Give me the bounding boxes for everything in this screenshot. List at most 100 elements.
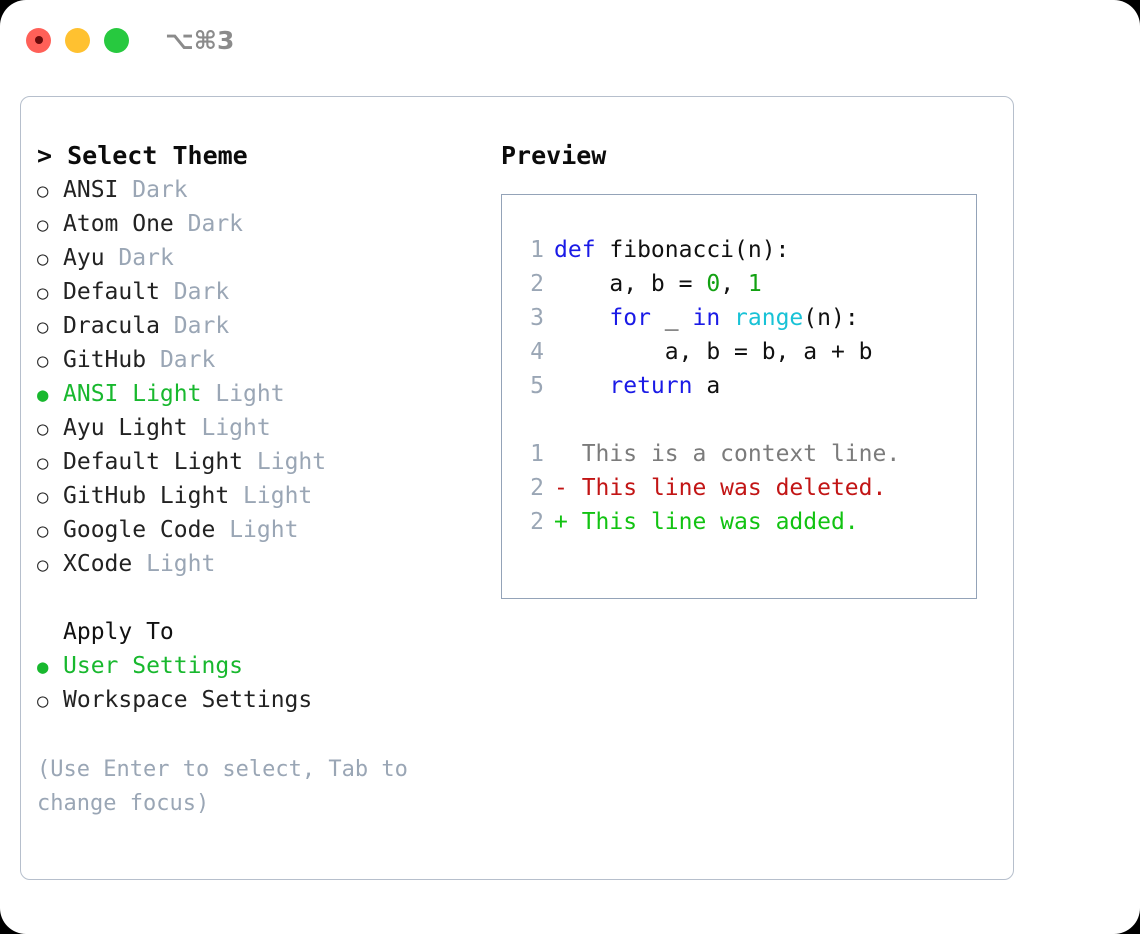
code-token-num: 1 [747, 271, 762, 297]
theme-name: ANSI Light [63, 381, 202, 407]
page-title: > Select Theme [37, 141, 248, 170]
code-line: 2 a, b = 0, 1 [514, 267, 976, 301]
code-token-kw: for [609, 305, 651, 331]
spacer [215, 513, 229, 547]
theme-kind-tag: Light [146, 551, 216, 577]
spacer [229, 479, 243, 513]
theme-name: GitHub [63, 347, 147, 373]
theme-kind-tag: Dark [187, 211, 244, 237]
theme-kind-tag: Light [243, 483, 313, 509]
zoom-button[interactable] [104, 27, 129, 53]
code-token-plain [554, 305, 609, 331]
diff-line-del: 2- This line was deleted. [514, 471, 976, 505]
spacer [188, 411, 202, 445]
window-controls [26, 27, 129, 53]
content-frame: > Select Theme ○ANSI Dark○Atom One Dark○… [20, 96, 1014, 880]
code-text: return a [554, 369, 720, 403]
code-token-kw: def [554, 237, 596, 263]
radio-unselected-icon: ○ [37, 316, 49, 338]
theme-name: Atom One [63, 211, 174, 237]
diff-marker: - [554, 475, 582, 501]
radio-selected-icon: ● [37, 384, 49, 406]
theme-name: GitHub Light [63, 483, 230, 509]
code-token-kw: in [692, 305, 721, 331]
code-token-plain: fibonacci(n): [595, 237, 790, 263]
spacer [146, 343, 160, 377]
diff-sample: 1 This is a context line.2- This line wa… [514, 437, 976, 539]
radio-unselected-icon: ○ [37, 214, 49, 236]
spacer [105, 241, 119, 275]
diff-line-add: 2 + This line was added. [514, 505, 976, 539]
line-number: 3 [530, 305, 544, 331]
code-token-plain: a, b = b, a + b [554, 339, 873, 365]
theme-kind-tag: Light [215, 381, 285, 407]
keyboard-hint: (Use Enter to select, Tab to change focu… [37, 757, 408, 816]
radio-unselected-icon: ○ [37, 452, 49, 474]
code-text: for _ in range(n): [554, 301, 858, 335]
theme-option-xcode[interactable]: ○XCode Light [37, 547, 487, 581]
apply-to-list: ●User Settings○Workspace Settings [37, 649, 487, 717]
theme-list: ○ANSI Dark○Atom One Dark○Ayu Dark○Defaul… [37, 173, 487, 581]
code-token-plain: a, b = [554, 271, 707, 297]
theme-name: Default Light [63, 449, 244, 475]
theme-option-ayu[interactable]: ○Ayu Dark [37, 241, 487, 275]
spacer [160, 309, 174, 343]
apply-to-label: Workspace Settings [63, 687, 313, 713]
theme-option-github[interactable]: ○ GitHub Dark [37, 343, 487, 377]
radio-unselected-icon: ○ [37, 350, 49, 372]
code-line: 5 return a [514, 369, 976, 403]
code-text: a, b = b, a + b [554, 335, 873, 369]
radio-unselected-icon: ○ [37, 486, 49, 508]
preview-box: 1 def fibonacci(n): 2 a, b = 0, 1 3 for _ i… [501, 194, 977, 599]
minimize-button[interactable] [65, 27, 90, 53]
spacer [132, 547, 146, 581]
line-number: 1 [530, 237, 544, 263]
theme-option-default-light[interactable]: ○ Default Light Light [37, 445, 487, 479]
preview-spacer [514, 403, 976, 437]
theme-option-dracula[interactable]: ○ Dracula Dark [37, 309, 487, 343]
code-token-kw: return [609, 373, 693, 399]
diff-text: This line was added. [581, 509, 859, 535]
theme-kind-tag: Light [256, 449, 327, 475]
theme-name: Default [63, 279, 160, 305]
theme-option-atom-one[interactable]: ○ Atom One Dark [37, 207, 487, 241]
theme-option-github-light[interactable]: ○ GitHub Light Light [37, 479, 487, 513]
keyboard-shortcut-label: ⌥⌘3 [165, 25, 235, 55]
radio-unselected-icon: ○ [37, 180, 49, 202]
line-number: 5 [530, 373, 544, 399]
theme-kind-tag: Light [229, 517, 299, 543]
code-line: 1 def fibonacci(n): [514, 233, 976, 267]
diff-text: This is a context line. [581, 441, 901, 467]
line-number: 2 [530, 475, 544, 501]
theme-kind-tag: Dark [173, 279, 230, 305]
line-number: 1 [530, 441, 544, 467]
close-icon [34, 36, 43, 44]
theme-option-google-code[interactable]: ○Google Code Light [37, 513, 487, 547]
diff-text: This line was deleted. [581, 475, 887, 501]
apply-to-title: Apply To [63, 619, 174, 645]
radio-unselected-icon: ○ [37, 248, 49, 270]
line-number: 2 [530, 509, 544, 535]
apply-to-label: User Settings [63, 653, 244, 679]
close-button[interactable] [26, 27, 51, 53]
theme-option-ansi[interactable]: ○ANSI Dark [37, 173, 487, 207]
theme-option-ayu-light[interactable]: ○Ayu Light Light [37, 411, 487, 445]
theme-kind-tag: Dark [173, 313, 230, 339]
code-text: a, b = 0, 1 [554, 267, 762, 301]
theme-option-default[interactable]: ○Default Dark [37, 275, 487, 309]
apply-to-option-workspace-settings[interactable]: ○Workspace Settings [37, 683, 487, 717]
theme-name: Dracula [63, 313, 160, 339]
spacer [160, 275, 174, 309]
code-token-plain [720, 305, 734, 331]
diff-marker: + [554, 509, 582, 535]
diff-line-ctx: 1 This is a context line. [514, 437, 976, 471]
radio-unselected-icon: ○ [37, 554, 49, 576]
code-line: 4 a, b = b, a + b [514, 335, 976, 369]
theme-option-ansi-light[interactable]: ● ANSI Light Light [37, 377, 487, 411]
apply-to-option-user-settings[interactable]: ●User Settings [37, 649, 487, 683]
theme-kind-tag: Dark [159, 347, 216, 373]
code-token-num: 0 [706, 271, 721, 297]
theme-kind-tag: Light [201, 415, 271, 441]
